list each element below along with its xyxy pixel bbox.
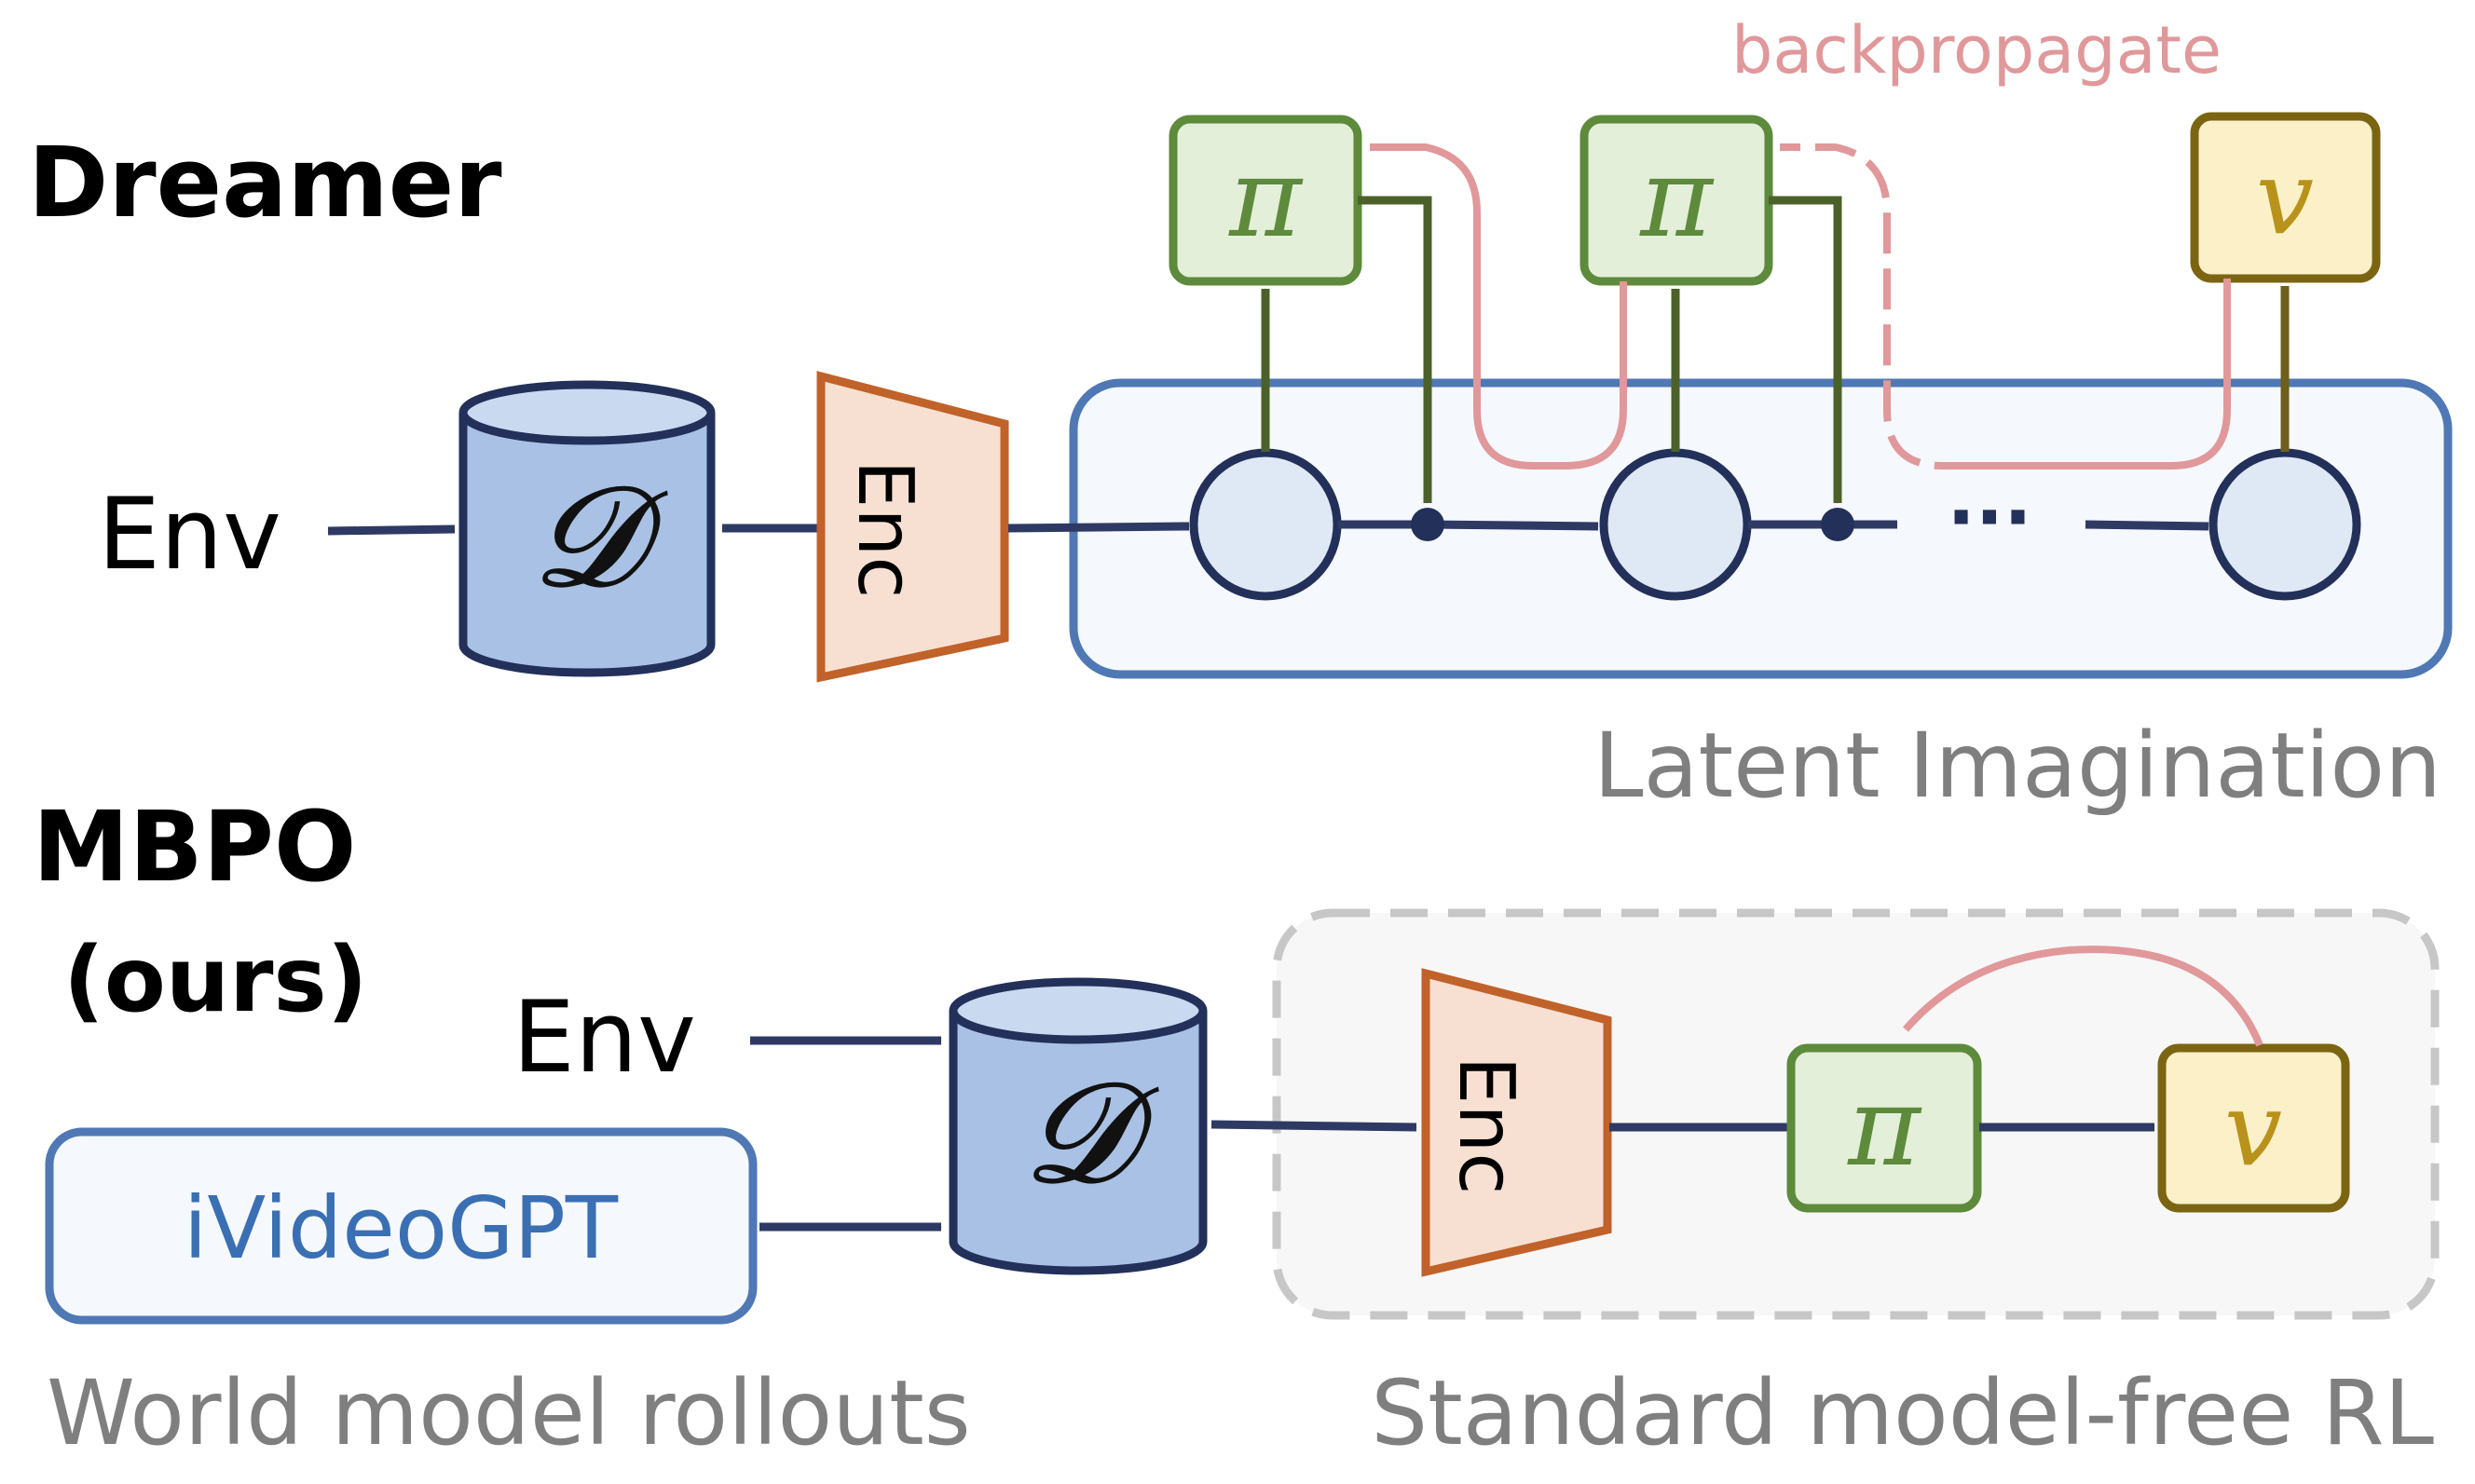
latent-state-2: [1599, 448, 1752, 601]
dreamer-title: Dreamer: [28, 126, 502, 239]
mbpo-value-symbol: v: [2224, 1069, 2282, 1189]
mbpo-backprop-arrow: [1902, 946, 2263, 1047]
dreamer-policy-symbol-1: π: [1227, 133, 1304, 262]
rollout-ellipsis: ···: [1947, 474, 2031, 561]
action-node-2: [1821, 508, 1854, 541]
dreamer-encoder: Enc: [816, 371, 1009, 683]
dreamer-env-to-dataset-arrow: [327, 524, 456, 536]
backprop-path-2b: [1779, 143, 1976, 470]
mbpo-policy-symbol: π: [1846, 1062, 1922, 1191]
mbpo-encoder: Enc: [1421, 968, 1612, 1277]
mbpo-dataset-cylinder: 𝓓: [949, 977, 1208, 1275]
mbpo-title: MBPO: [33, 790, 356, 904]
latent-state-1: [1189, 448, 1342, 601]
ivideogpt-label: iVideoGPT: [184, 1178, 619, 1278]
backprop-path-1: [1369, 143, 1627, 470]
latent-imagination-caption: Latent Imagination: [1593, 714, 2441, 818]
backprop-label: backpropagate: [1731, 12, 2222, 88]
dreamer-encoder-label: Enc: [841, 460, 929, 599]
mbpo-env-label: Env: [513, 980, 696, 1095]
action-node-1: [1411, 508, 1444, 541]
latent-state-3: [2208, 448, 2361, 601]
model-free-rl-caption: Standard model-free RL: [1371, 1361, 2434, 1465]
dreamer-policy-box-2: π: [1579, 115, 1773, 286]
dreamer-policy-box-1: π: [1169, 115, 1362, 286]
mbpo-dataset-to-encoder-arrow: [1210, 1120, 1417, 1132]
world-model-rollouts-caption: World model rollouts: [47, 1361, 971, 1465]
mbpo-policy-box: π: [1786, 1043, 1982, 1213]
policy1-to-action1-arrow: [1358, 196, 1432, 504]
backprop-path-2a: [1976, 279, 2231, 470]
mbpo-subtitle: (ours): [63, 928, 368, 1032]
policy2-to-action2-arrow: [1769, 196, 1842, 504]
dreamer-policy-symbol-2: π: [1638, 133, 1715, 262]
dreamer-value-box: v: [2190, 112, 2381, 283]
dreamer-value-symbol: v: [2256, 138, 2314, 257]
mbpo-value-box: v: [2157, 1043, 2350, 1213]
transition-arrow-3: [2085, 520, 2209, 531]
dreamer-encoder-to-state-arrow: [1007, 522, 1190, 533]
mbpo-encoder-label: Enc: [1442, 1056, 1530, 1195]
dreamer-env-label: Env: [98, 477, 281, 592]
ivideogpt-box: iVideoGPT: [45, 1127, 758, 1325]
transition-arrow-1: [1427, 520, 1599, 531]
dreamer-dataset-cylinder: 𝓓: [458, 380, 716, 677]
